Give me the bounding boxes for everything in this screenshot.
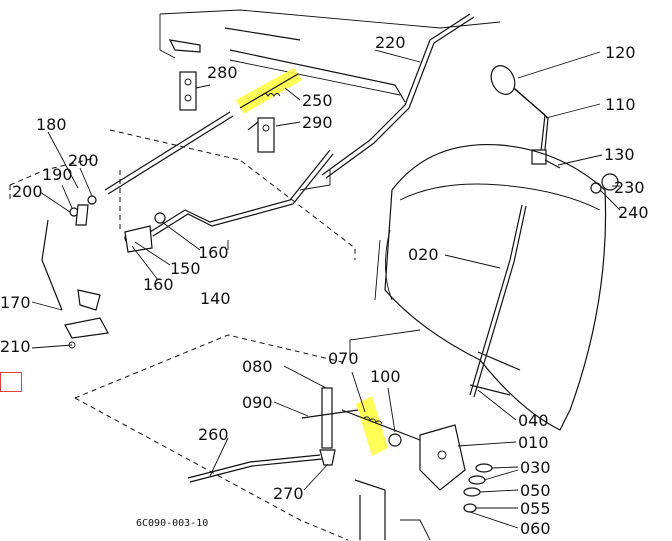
rod-260: [187, 454, 323, 483]
label-050: 050: [520, 481, 551, 500]
label-090: 090: [242, 393, 273, 412]
label-270: 270: [273, 484, 304, 503]
spring-250: [236, 68, 302, 114]
figure-code: 6C090-003-10: [136, 518, 208, 529]
label-060: 060: [520, 519, 551, 538]
label-160-right: 160: [198, 243, 229, 262]
label-290: 290: [302, 113, 333, 132]
label-250: 250: [302, 91, 333, 110]
label-240: 240: [618, 203, 649, 222]
label-120: 120: [605, 43, 636, 62]
label-260: 260: [198, 425, 229, 444]
cover-020: [374, 143, 607, 431]
label-200-right: 200: [68, 151, 99, 170]
label-160-left: 160: [143, 275, 174, 294]
label-170: 170: [0, 293, 31, 312]
parts-150-160: [124, 212, 166, 253]
part-labels: 220 120 280 250 110 290 180 130 200 190 …: [0, 33, 649, 538]
rod-220: [321, 13, 475, 179]
lever-110: [490, 65, 549, 165]
bracket-010: [388, 424, 466, 491]
label-010: 010: [518, 433, 549, 452]
spring-070: [341, 396, 421, 456]
rod-180: [104, 111, 234, 195]
bracket-290: [247, 117, 275, 153]
top-bracket: [168, 27, 406, 103]
label-210: 210: [0, 337, 31, 356]
leader-lines: [31, 49, 621, 529]
panel-outline: [9, 9, 501, 541]
label-190: 190: [42, 165, 73, 184]
label-180: 180: [36, 115, 67, 134]
washers-030-060: [463, 463, 493, 513]
label-030: 030: [520, 458, 551, 477]
lever-080: [301, 387, 359, 466]
rod-140: [149, 149, 334, 250]
label-080: 080: [242, 357, 273, 376]
label-070: 070: [328, 349, 359, 368]
label-110: 110: [605, 95, 636, 114]
rod-040: [469, 204, 527, 398]
linkage-170-210: [41, 219, 109, 349]
label-230: 230: [614, 178, 645, 197]
label-200-left: 200: [12, 182, 43, 201]
label-130: 130: [604, 145, 635, 164]
label-100: 100: [370, 367, 401, 386]
linkage-190-200: [69, 195, 97, 226]
label-140: 140: [200, 289, 231, 308]
label-040: 040: [518, 411, 549, 430]
selection-marker: [0, 372, 22, 392]
label-150: 150: [170, 259, 201, 278]
label-020: 020: [408, 245, 439, 264]
plate-280: [179, 71, 197, 111]
frame-lower: [354, 479, 431, 541]
label-055: 055: [520, 499, 551, 518]
label-220: 220: [375, 33, 406, 52]
label-280: 280: [207, 63, 238, 82]
parts-130-230-240: [544, 159, 619, 194]
